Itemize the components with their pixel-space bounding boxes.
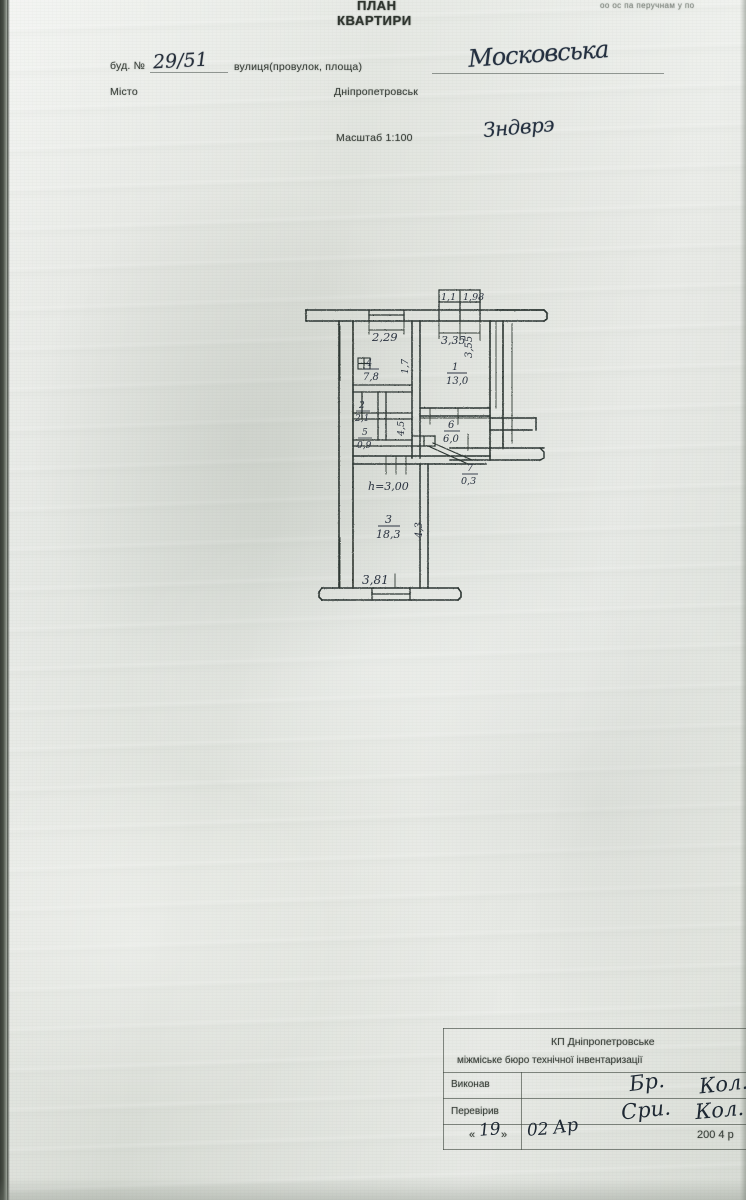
scale-label: Масштаб 1:100 [336, 132, 413, 144]
room-kitchen-number: 4 [365, 358, 372, 369]
room-bath-number: 2 [358, 401, 365, 411]
organisation-line-2: міжміське бюро технічної інвентаризації [457, 1055, 643, 1066]
room-living2-number: 3 [385, 513, 392, 526]
room-hall-area: 6,0 [443, 434, 460, 445]
checker-name: Кол. [694, 1095, 745, 1125]
note-mid-vert: 1,7 [400, 358, 411, 374]
date-year: 200 4 р [697, 1129, 734, 1141]
room-wc-area: 0,9 [357, 441, 372, 451]
page-binding-edge-shadow [7, 0, 10, 1200]
dim-top-mid: 3,35 [441, 334, 466, 347]
note-right-upper: 3,55 [464, 336, 475, 358]
room-bath-area: 2,1 [354, 414, 369, 424]
page-bottom-edge-shadow [0, 1178, 746, 1200]
building-number-label: буд. № [110, 60, 146, 72]
room-closet-area: 0,3 [461, 476, 476, 487]
top-right-cutoff-text: оо ос па перучнам у по [600, 1, 695, 10]
executor-signature: Бр. [627, 1067, 666, 1097]
title-block-border-left [443, 1028, 444, 1150]
room-closet-number: 7 [467, 463, 474, 474]
page-title-line-2: КВАРТИРИ [337, 13, 412, 28]
street-label: вулиця(провулок, площа) [234, 61, 363, 73]
date-month-handwritten: Ар [551, 1114, 580, 1139]
floor-plan-svg: 2,29 3,35 1,1 1,98 4 7,8 1 13,0 2 2,1 5 [305, 289, 548, 602]
date-month: 02 [526, 1119, 550, 1141]
street-underline [432, 73, 664, 74]
room-living1-area: 13,0 [446, 376, 469, 387]
dim-top-left: 2,29 [371, 330, 398, 344]
page-binding-edge [0, 0, 9, 1200]
title-block-divider-vertical [521, 1072, 522, 1150]
dim-top-small-b: 1,98 [463, 292, 484, 303]
checker-signature: Сри. [619, 1095, 672, 1125]
title-block-border-bottom [443, 1149, 746, 1150]
floor-plan-drawing: 2,29 3,35 1,1 1,98 4 7,8 1 13,0 2 2,1 5 [300, 288, 565, 623]
page-title-line-1: ПЛАН [357, 0, 397, 13]
city-label: Місто [110, 86, 138, 98]
building-number-underline [150, 72, 228, 73]
room-hall-number: 6 [448, 420, 455, 431]
organisation-line-1: КП Дніпропетровське [551, 1036, 655, 1048]
date-day: 19 [478, 1119, 502, 1141]
city-value: Дніпропетровськ [334, 86, 419, 98]
room-wc-number: 5 [362, 428, 368, 438]
ceiling-height-note: h=3,00 [368, 480, 409, 493]
dim-bottom: 3,81 [362, 573, 389, 587]
date-open-quote: « [469, 1129, 476, 1141]
bleed-through-text [150, 430, 154, 442]
title-block-divider-row2 [443, 1124, 746, 1125]
dim-top-small-a: 1,1 [441, 292, 456, 303]
title-block-divider-header [443, 1072, 746, 1073]
room-living1-number: 1 [452, 362, 458, 373]
date-close-quote: » [501, 1129, 508, 1141]
room-living2-area: 18,3 [376, 528, 401, 541]
checker-label: Перевірив [451, 1106, 499, 1117]
title-block: КП Дніпропетровське міжміське бюро техні… [443, 1028, 746, 1150]
page-right-edge-shadow [740, 0, 746, 1200]
note-lower-vert: 4,5 [396, 421, 407, 437]
executor-label: Виконав [451, 1079, 490, 1090]
building-number-value: 29/51 [152, 48, 209, 74]
title-block-divider-row1 [443, 1098, 746, 1099]
executor-name: Кол. [697, 1069, 746, 1099]
note-right-lower: 4,3 [414, 522, 425, 539]
title-block-border-top [443, 1028, 746, 1029]
room-kitchen-area: 7,8 [363, 372, 379, 383]
